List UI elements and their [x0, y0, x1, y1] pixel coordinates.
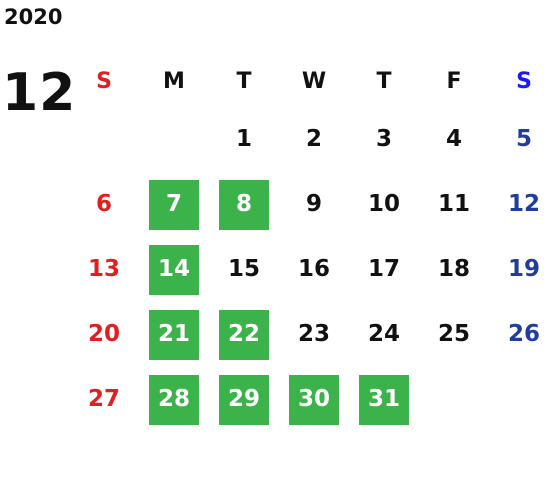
day-number: 7	[149, 179, 199, 230]
day-number: 21	[149, 309, 199, 360]
day-cell[interactable]: 22	[209, 302, 279, 367]
day-cell[interactable]: 25	[419, 302, 489, 367]
weekday-header-sat: S	[516, 69, 532, 94]
weekday-header-sun: S	[96, 69, 112, 94]
day-number: 11	[437, 191, 470, 217]
day-number: 30	[289, 374, 339, 425]
weekday-header-fri: F	[446, 69, 462, 94]
day-number: 27	[87, 386, 120, 412]
day-number: 13	[87, 256, 120, 282]
weekday-header-mon: M	[163, 69, 185, 94]
day-number: 31	[359, 374, 409, 425]
day-cell-empty	[139, 107, 209, 172]
day-number: 3	[375, 126, 392, 152]
weekday-header-tue: T	[236, 69, 252, 94]
day-number: 28	[149, 374, 199, 425]
day-cell[interactable]: 21	[139, 302, 209, 367]
day-cell[interactable]: 29	[209, 367, 279, 432]
day-cell-empty	[69, 107, 139, 172]
day-cell[interactable]: 4	[419, 107, 489, 172]
day-cell[interactable]: 2	[279, 107, 349, 172]
day-number: 15	[227, 256, 260, 282]
day-number: 8	[219, 179, 269, 230]
day-number: 6	[95, 191, 112, 217]
day-cell[interactable]: 8	[209, 172, 279, 237]
day-cell[interactable]: 5	[489, 107, 548, 172]
day-cell[interactable]: 10	[349, 172, 419, 237]
day-cell[interactable]: 30	[279, 367, 349, 432]
day-number: 26	[507, 321, 540, 347]
day-cell[interactable]: 1	[209, 107, 279, 172]
day-cell[interactable]: 15	[209, 237, 279, 302]
day-number: 22	[219, 309, 269, 360]
day-number: 24	[367, 321, 400, 347]
day-number: 4	[445, 126, 462, 152]
day-cell[interactable]: 26	[489, 302, 548, 367]
day-number: 12	[507, 191, 540, 217]
day-cell[interactable]: 28	[139, 367, 209, 432]
day-cell[interactable]: 20	[69, 302, 139, 367]
year-label: 2020	[4, 5, 63, 29]
weekday-header-wed: W	[301, 69, 327, 94]
month-number: 12	[2, 63, 77, 123]
day-cell[interactable]: 19	[489, 237, 548, 302]
day-cell[interactable]: 12	[489, 172, 548, 237]
day-cell[interactable]: 7	[139, 172, 209, 237]
day-number: 23	[297, 321, 330, 347]
day-cell[interactable]: 17	[349, 237, 419, 302]
day-number: 19	[507, 256, 540, 282]
day-cell[interactable]: 18	[419, 237, 489, 302]
day-number: 20	[87, 321, 120, 347]
day-cell[interactable]: 27	[69, 367, 139, 432]
day-cell[interactable]: 6	[69, 172, 139, 237]
day-cell[interactable]: 11	[419, 172, 489, 237]
day-cell[interactable]: 24	[349, 302, 419, 367]
day-number: 25	[437, 321, 470, 347]
day-number: 17	[367, 256, 400, 282]
day-number: 9	[305, 191, 322, 217]
day-cell[interactable]: 16	[279, 237, 349, 302]
day-number: 16	[297, 256, 330, 282]
day-number: 14	[149, 244, 199, 295]
day-cell[interactable]: 31	[349, 367, 419, 432]
day-number: 5	[515, 126, 532, 152]
day-number: 1	[235, 126, 252, 152]
weekday-header-thu: T	[376, 69, 392, 94]
day-cell-empty	[489, 367, 548, 432]
day-cell[interactable]: 13	[69, 237, 139, 302]
day-cell[interactable]: 9	[279, 172, 349, 237]
day-number: 2	[305, 126, 322, 152]
calendar-grid: S M T W T F S 1 2 3 4 5 6 7 8 9 10 11 12…	[69, 57, 548, 432]
day-number: 29	[219, 374, 269, 425]
day-cell[interactable]: 14	[139, 237, 209, 302]
day-number: 18	[437, 256, 470, 282]
day-cell[interactable]: 23	[279, 302, 349, 367]
day-cell[interactable]: 3	[349, 107, 419, 172]
day-number: 10	[367, 191, 400, 217]
day-cell-empty	[419, 367, 489, 432]
